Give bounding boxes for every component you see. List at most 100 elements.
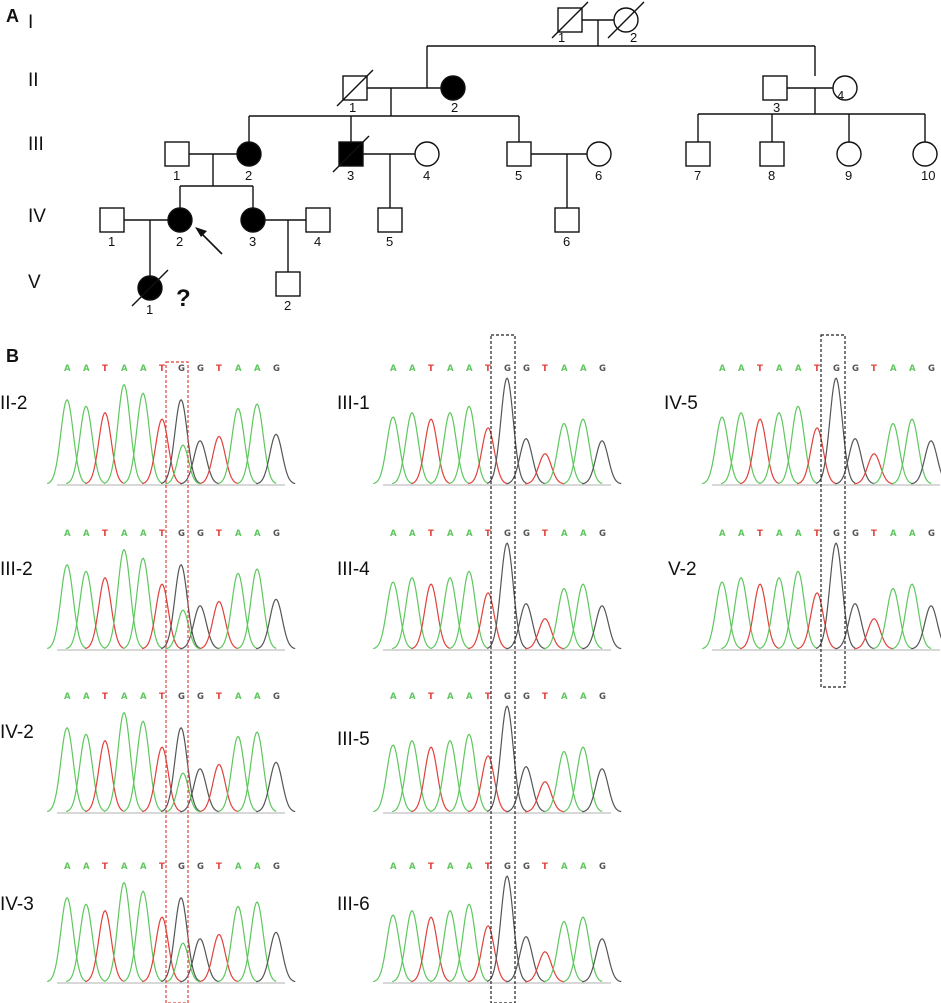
- base-call-letter: T: [102, 692, 108, 702]
- trace-peak-A: [702, 416, 742, 485]
- trace-peak-A: [47, 398, 87, 485]
- mutation-site-box-column-3: [820, 334, 846, 688]
- base-call-letter: A: [64, 529, 71, 539]
- pedigree-number-III-10: 10: [921, 168, 935, 183]
- trace-peak-G: [161, 563, 201, 650]
- trace-peak-A: [47, 726, 87, 813]
- trace-peak-G: [161, 726, 201, 813]
- base-call-letter: G: [504, 692, 511, 702]
- trace-peak-A: [237, 731, 277, 813]
- panel-b-label: B: [6, 346, 19, 366]
- base-call-letter: G: [504, 529, 511, 539]
- trace-peak-A: [66, 570, 106, 650]
- base-call-letter: G: [178, 364, 185, 374]
- trace-peak-T: [468, 427, 508, 485]
- base-call-letter: T: [871, 529, 877, 539]
- trace-peak-secondary: [165, 444, 201, 485]
- male-symbol: [685, 141, 711, 167]
- base-call-letter: G: [197, 692, 204, 702]
- base-call-letter: T: [871, 364, 877, 374]
- female-symbol: [236, 141, 262, 167]
- trace-peak-A: [392, 909, 432, 983]
- trace-peak-secondary: [165, 942, 201, 983]
- base-call-letter: A: [390, 862, 397, 872]
- trace-peak-T: [854, 453, 894, 485]
- trace-peak-T: [142, 916, 182, 983]
- base-call-letter: A: [561, 529, 568, 539]
- base-call-letter: G: [852, 364, 859, 374]
- trace-peak-T: [142, 583, 182, 650]
- trace-peak-A: [122, 720, 163, 813]
- trace-peak-G: [835, 603, 875, 650]
- base-call-letter: A: [719, 529, 726, 539]
- pedigree-individual-III-8: [759, 141, 785, 167]
- trace-peak-A: [544, 750, 584, 813]
- trace-peak-secondary: [165, 609, 201, 650]
- pedigree-number-II-3: 3: [773, 100, 780, 115]
- sample-label: III-1: [337, 393, 370, 414]
- pedigree-number-II-4: 4: [837, 88, 844, 103]
- base-call-letter: A: [254, 529, 261, 539]
- base-call-letter: G: [833, 364, 840, 374]
- trace-peak-A: [430, 576, 470, 650]
- base-call-letter: T: [542, 862, 548, 872]
- base-call-letter: A: [121, 529, 128, 539]
- base-call-letter: A: [140, 692, 147, 702]
- pedigree-number-V-1: 1: [146, 302, 153, 317]
- trace-peak-G: [180, 440, 220, 485]
- pedigree-number-III-4: 4: [423, 168, 430, 183]
- sample-label: V-2: [668, 559, 697, 580]
- base-call-letter: A: [738, 529, 745, 539]
- trace-peak-A: [237, 568, 277, 650]
- generation-label-III: III: [28, 134, 44, 155]
- male-symbol: [759, 141, 785, 167]
- deceased-slash: [131, 269, 169, 307]
- base-call-letter: A: [466, 529, 473, 539]
- trace-peak-T: [199, 600, 239, 650]
- generation-label-V: V: [28, 272, 41, 293]
- pedigree-lines: [124, 19, 926, 276]
- pedigree-number-II-2: 2: [451, 100, 458, 115]
- base-call-letter: A: [254, 692, 261, 702]
- trace-peak-T: [199, 763, 239, 813]
- pedigree-number-V-2: 2: [284, 298, 291, 313]
- trace-peak-G: [835, 438, 875, 485]
- pedigree-number-III-1: 1: [173, 168, 180, 183]
- pedigree-number-III-2: 2: [245, 168, 252, 183]
- sample-label: IV-2: [0, 722, 34, 743]
- pedigree-individual-I-2: [607, 1, 645, 39]
- pedigree-individual-IV-6: [554, 207, 580, 233]
- base-call-letter: A: [561, 862, 568, 872]
- base-call-letter: G: [178, 692, 185, 702]
- base-call-letter: T: [814, 364, 820, 374]
- trace-peak-G: [911, 440, 941, 485]
- trace-peak-A: [122, 557, 163, 650]
- base-call-letter: T: [159, 364, 165, 374]
- pedigree-number-IV-4: 4: [314, 234, 321, 249]
- base-call-letter: A: [140, 364, 147, 374]
- base-call-letter: A: [121, 862, 128, 872]
- pedigree-individual-II-1: [336, 69, 374, 107]
- base-call-letter: A: [83, 529, 90, 539]
- male-symbol: [554, 207, 580, 233]
- pedigree-individual-III-6: [586, 141, 612, 167]
- pedigree-individual-V-1: [131, 269, 169, 307]
- trace-peak-A: [103, 548, 144, 649]
- trace-peak-A: [218, 407, 258, 485]
- pedigree-number-III-5: 5: [515, 168, 522, 183]
- deceased-slash: [336, 69, 374, 107]
- trace-peak-secondary: [165, 772, 201, 813]
- base-call-letter: A: [235, 364, 242, 374]
- base-call-letter: T: [542, 529, 548, 539]
- trace-peak-T: [85, 411, 125, 485]
- trace-peak-A: [449, 405, 489, 485]
- pedigree-individual-II-4: [832, 75, 858, 101]
- trace-peak-A: [778, 570, 818, 650]
- trace-peak-G: [506, 438, 546, 485]
- pedigree-individual-IV-5: [377, 207, 403, 233]
- pedigree-individual-III-5: [506, 141, 532, 167]
- sample-label: III-4: [337, 559, 370, 580]
- base-call-letter: G: [178, 862, 185, 872]
